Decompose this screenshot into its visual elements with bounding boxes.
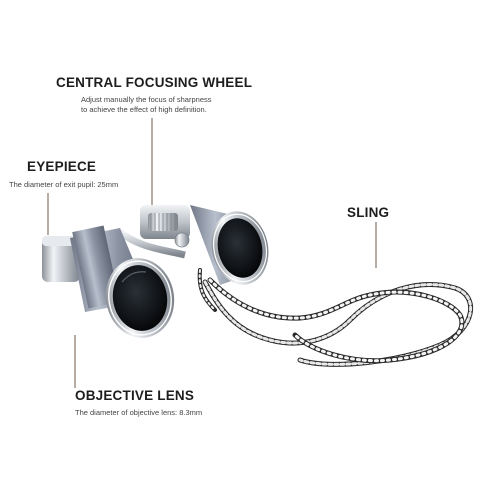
focusing-wheel-title: CENTRAL FOCUSING WHEEL <box>56 75 253 90</box>
objective-lens-description: The diameter of objective lens: 8.3mm <box>75 408 203 417</box>
focusing-wheel-description: Adjust manually the focus of sharpness t… <box>81 95 212 115</box>
left-barrel <box>42 225 175 338</box>
objective-lens-title: OBJECTIVE LENS <box>75 388 195 403</box>
sling-title: SLING <box>347 205 390 220</box>
eyepiece-title: EYEPIECE <box>27 159 97 174</box>
focusing-wheel-description-line: to achieve the effect of high definition… <box>81 105 207 114</box>
braided-cord-icon <box>197 268 474 367</box>
focusing-wheel-description-line: Adjust manually the focus of sharpness <box>81 95 212 104</box>
right-barrel <box>190 205 269 285</box>
eyepiece-description: The diameter of exit pupil: 25mm <box>9 180 119 189</box>
leader-lines <box>47 118 377 388</box>
eyepiece-cap <box>42 238 80 282</box>
central-focusing-wheel <box>117 205 190 259</box>
